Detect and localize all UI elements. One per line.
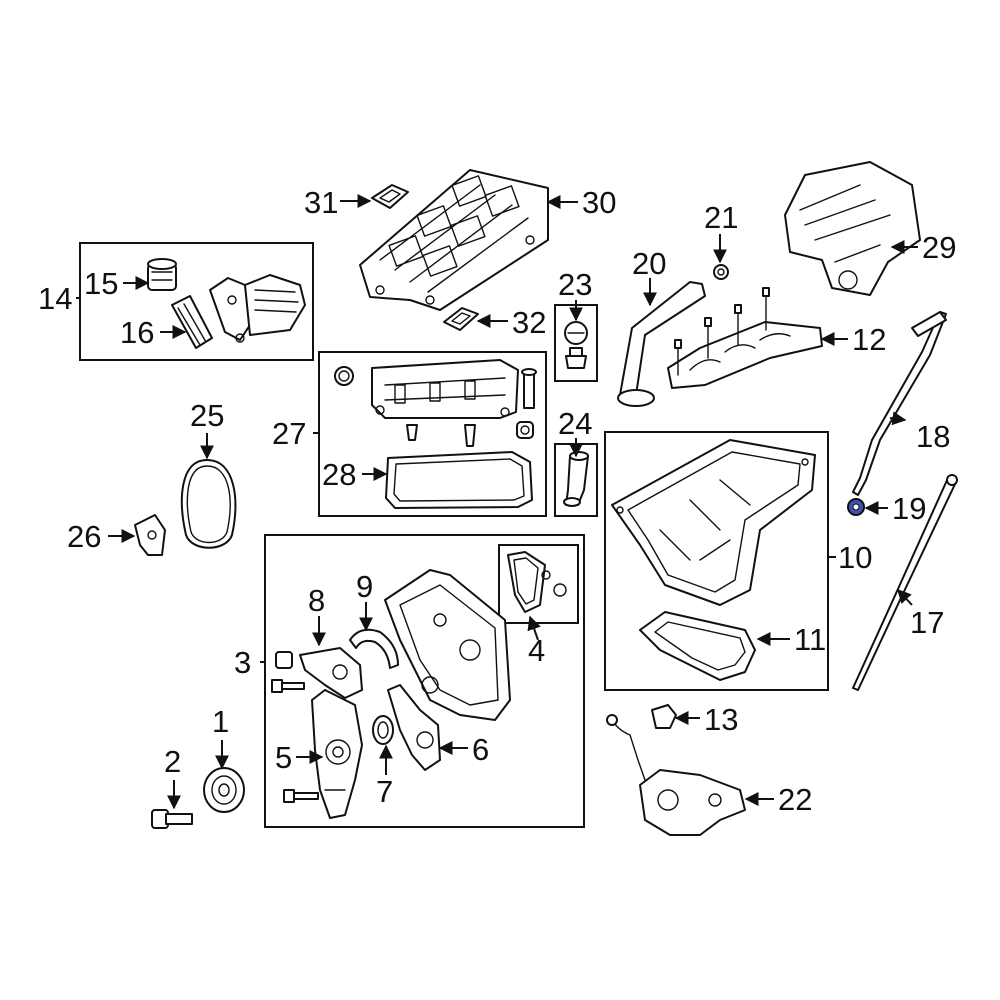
- callout-10: 10: [838, 540, 872, 575]
- callout-6: 6: [472, 732, 489, 767]
- callout-30: 30: [582, 185, 616, 220]
- callout-18: 18: [916, 419, 950, 454]
- bolt[interactable]: [271, 679, 305, 693]
- seal-ring[interactable]: [334, 366, 354, 386]
- callout-14: 14: [38, 281, 72, 316]
- valve-cover-part-27[interactable]: [371, 359, 519, 419]
- callout-31: 31: [304, 185, 338, 220]
- water-pump-part-5[interactable]: [311, 689, 363, 819]
- oil-filter-element-part-16[interactable]: [171, 295, 213, 349]
- bolt[interactable]: [283, 789, 319, 803]
- dipstick-part-17[interactable]: [852, 474, 958, 691]
- timing-cover[interactable]: [384, 569, 511, 721]
- callout-25: 25: [190, 398, 224, 433]
- upper-intake-plenum-part-29[interactable]: [784, 161, 921, 296]
- gasket-part-6[interactable]: [387, 684, 441, 771]
- callout-20: 20: [632, 246, 666, 281]
- group-box-10: [604, 431, 829, 691]
- oil-pump-part-22[interactable]: [606, 714, 746, 836]
- pulley-bolt-part-2[interactable]: [151, 809, 193, 829]
- grommet[interactable]: [516, 421, 534, 439]
- timing-chain-part-25[interactable]: [180, 459, 237, 549]
- callout-23: 23: [558, 267, 592, 302]
- thermostat-housing-part-8[interactable]: [275, 647, 363, 699]
- group-box-14: [79, 242, 314, 361]
- callout-19: 19: [892, 491, 926, 526]
- callout-4: 4: [528, 633, 545, 668]
- seal-part-7[interactable]: [372, 715, 394, 745]
- chain-tensioner-part-26[interactable]: [134, 514, 166, 556]
- callout-16: 16: [120, 315, 154, 350]
- callout-11: 11: [794, 622, 826, 657]
- oil-filter-housing[interactable]: [209, 274, 306, 343]
- callout-7: 7: [376, 774, 393, 809]
- callout-24: 24: [558, 406, 592, 441]
- callout-26: 26: [67, 519, 101, 554]
- oil-fill-cap-part-23[interactable]: [564, 321, 588, 369]
- callout-28: 28: [322, 457, 356, 492]
- oil-pickup-tube-part-20[interactable]: [617, 281, 706, 407]
- callout-2: 2: [164, 744, 181, 779]
- bolt[interactable]: [521, 368, 537, 409]
- timing-cover-gasket-part-4[interactable]: [507, 551, 567, 613]
- callout-22: 22: [778, 782, 812, 817]
- windage-tray-part-12[interactable]: [667, 287, 823, 389]
- callout-12: 12: [852, 322, 886, 357]
- callout-9: 9: [356, 569, 373, 604]
- gasket-part-32[interactable]: [443, 307, 479, 331]
- dipstick-tube-part-18[interactable]: [852, 311, 947, 496]
- callout-5: 5: [275, 740, 292, 775]
- group-box-3: [264, 534, 585, 828]
- callout-1: 1: [212, 704, 229, 739]
- drain-plug-part-13[interactable]: [651, 704, 677, 729]
- callout-27: 27: [272, 416, 306, 451]
- callout-29: 29: [922, 230, 956, 265]
- valve-cover-gasket-part-28[interactable]: [385, 451, 533, 509]
- oil-pan-part-10[interactable]: [611, 439, 816, 606]
- callout-32: 32: [512, 305, 546, 340]
- lower-oil-pan-part-11[interactable]: [639, 611, 756, 681]
- oil-filter-cap-part-15[interactable]: [147, 258, 177, 291]
- callout-8: 8: [308, 583, 325, 618]
- callout-17: 17: [910, 605, 944, 640]
- callout-15: 15: [84, 266, 118, 301]
- spark-plug-tube[interactable]: [406, 424, 476, 447]
- oil-fill-tube-part-24[interactable]: [563, 451, 589, 507]
- o-ring-part-19[interactable]: [847, 498, 865, 516]
- callout-13: 13: [704, 702, 738, 737]
- intake-manifold-part-30[interactable]: [359, 169, 549, 311]
- crankshaft-pulley-part-1[interactable]: [203, 767, 245, 813]
- callout-3: 3: [234, 645, 251, 680]
- gasket-part-31[interactable]: [371, 184, 409, 209]
- o-ring-part-21[interactable]: [713, 264, 729, 280]
- callout-21: 21: [704, 200, 738, 235]
